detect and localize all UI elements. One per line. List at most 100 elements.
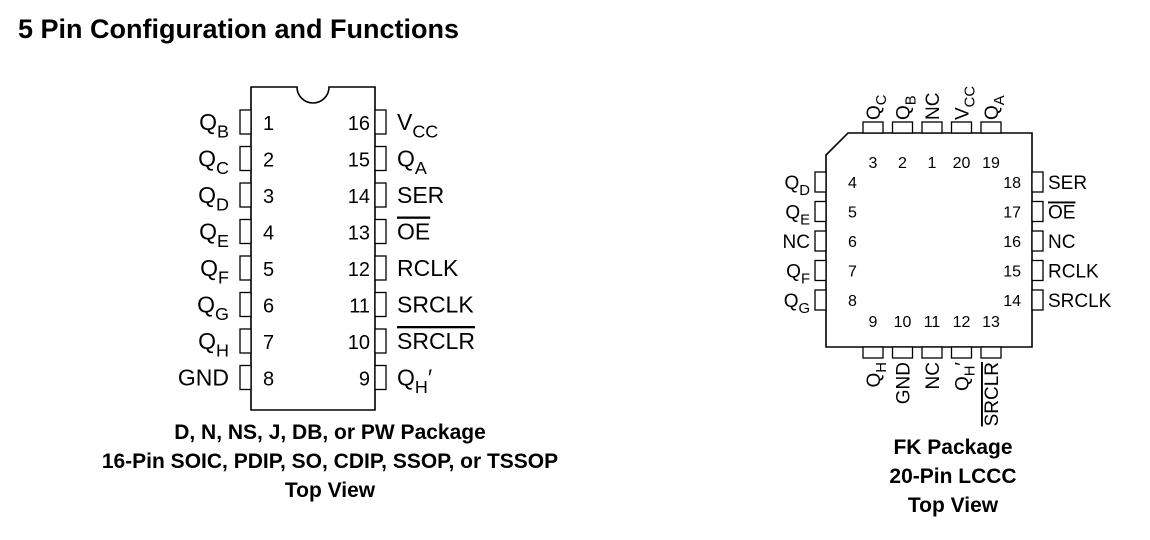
pin-pad (814, 289, 827, 311)
signal-subscript: B (217, 121, 229, 141)
pin-pad (374, 218, 387, 245)
signal-name: SER (397, 182, 444, 208)
signal-name: V (397, 109, 413, 135)
pin-pad (1031, 230, 1044, 252)
pin-pad (239, 218, 252, 245)
signal-name: Q (198, 328, 216, 354)
pin-name: QE (785, 203, 810, 229)
pin-number: 15 (1003, 264, 1021, 281)
pin-pad (239, 255, 252, 281)
pin-pad (862, 346, 884, 359)
pin-number: 20 (953, 155, 971, 172)
page-title: 5 Pin Configuration and Functions (18, 14, 459, 44)
signal-subscript: B (904, 95, 920, 105)
signal-name: GND (894, 362, 915, 404)
signal-subscript: H (963, 366, 979, 377)
pin-number: 8 (848, 293, 857, 310)
pin-number: 14 (1003, 293, 1021, 310)
pin-pad (1031, 289, 1044, 311)
signal-name: Q (199, 109, 217, 135)
signal-subscript: CC (963, 86, 979, 108)
signal-name: SER (1048, 173, 1087, 194)
pin-name: QF (200, 255, 229, 287)
signal-subscript: G (215, 304, 229, 324)
pin-number: 9 (359, 369, 370, 391)
pin-number: 14 (348, 186, 370, 208)
pin-pad (374, 364, 387, 391)
dip-package-caption: D, N, NS, J, DB, or PW Package 16-Pin SO… (30, 418, 630, 505)
pin-name: QF (786, 262, 810, 288)
signal-subscript: A (415, 158, 427, 178)
pin-name: QE (199, 219, 229, 251)
prime-mark: ′ (428, 365, 432, 391)
pin-pad (891, 121, 914, 134)
pin-number: 16 (348, 113, 370, 135)
pin-name: QA (397, 146, 427, 178)
pin-pad (862, 121, 884, 134)
pin-number: 11 (924, 314, 941, 331)
pin-pad (239, 182, 252, 208)
pin-number: 7 (848, 264, 857, 281)
pin-number: 9 (869, 314, 878, 331)
signal-subscript: D (799, 183, 810, 199)
signal-name: Q (198, 146, 216, 172)
signal-subscript: CC (412, 121, 438, 141)
pin-name: GND (178, 365, 229, 391)
pin-number: 2 (263, 150, 274, 172)
pin-name: SRCLK (397, 292, 474, 318)
pin-name: NC (923, 362, 944, 389)
pin-number: 10 (894, 314, 912, 331)
pin-number: 13 (982, 314, 1000, 331)
pin-name: NC (923, 93, 944, 120)
signal-name: Q (864, 105, 885, 120)
signal-name: NC (923, 362, 944, 389)
fk-caption-line-2: 20-Pin LCCC (889, 465, 1017, 488)
pin-name: RCLK (1048, 262, 1099, 283)
pin-name: QH (864, 362, 890, 387)
pin-number: 11 (349, 296, 370, 318)
signal-name: SRCLK (1048, 291, 1112, 312)
pin-name: QD (785, 173, 810, 199)
signal-subscript: H (216, 340, 229, 360)
pin-pad (374, 145, 387, 172)
signal-name: Q (953, 376, 974, 391)
pin-name: OE (397, 219, 430, 245)
pin-pad (891, 346, 914, 359)
signal-name: Q (397, 365, 415, 391)
fk-package-caption: FK Package 20-Pin LCCC Top View (803, 433, 1103, 520)
signal-name: SRCLK (397, 292, 474, 318)
pin-pad (1031, 200, 1044, 223)
dip-caption-line-3: Top View (284, 479, 376, 502)
pin-pad (814, 230, 827, 252)
signal-name: RCLK (1048, 262, 1099, 283)
pin-pad (950, 121, 973, 134)
pin-pad (921, 346, 943, 359)
pin-number: 5 (848, 205, 857, 222)
signal-subscript: C (216, 158, 229, 178)
pin-name: QD (198, 182, 229, 214)
pin-pad (374, 109, 387, 135)
pin-name: SER (1048, 173, 1087, 194)
pin-pad (374, 182, 387, 208)
signal-name: OE (397, 219, 430, 245)
pin-number: 10 (348, 332, 370, 354)
pin-name: QG (197, 292, 229, 324)
signal-name: RCLK (397, 255, 459, 281)
signal-name: Q (198, 182, 216, 208)
pin-pad (239, 364, 252, 391)
signal-name: Q (199, 219, 217, 245)
pin-name: OE (1048, 203, 1075, 224)
dip-caption-line-1: D, N, NS, J, DB, or PW Package (174, 421, 486, 444)
pin-pad (980, 121, 1002, 134)
pin-name: SRCLR (982, 362, 1003, 426)
signal-subscript: G (798, 301, 810, 317)
signal-name: NC (783, 232, 810, 253)
signal-name: Q (894, 105, 915, 120)
pin-number: 8 (263, 369, 274, 391)
signal-name: Q (397, 146, 415, 172)
fk-caption-line-3: Top View (907, 494, 999, 517)
